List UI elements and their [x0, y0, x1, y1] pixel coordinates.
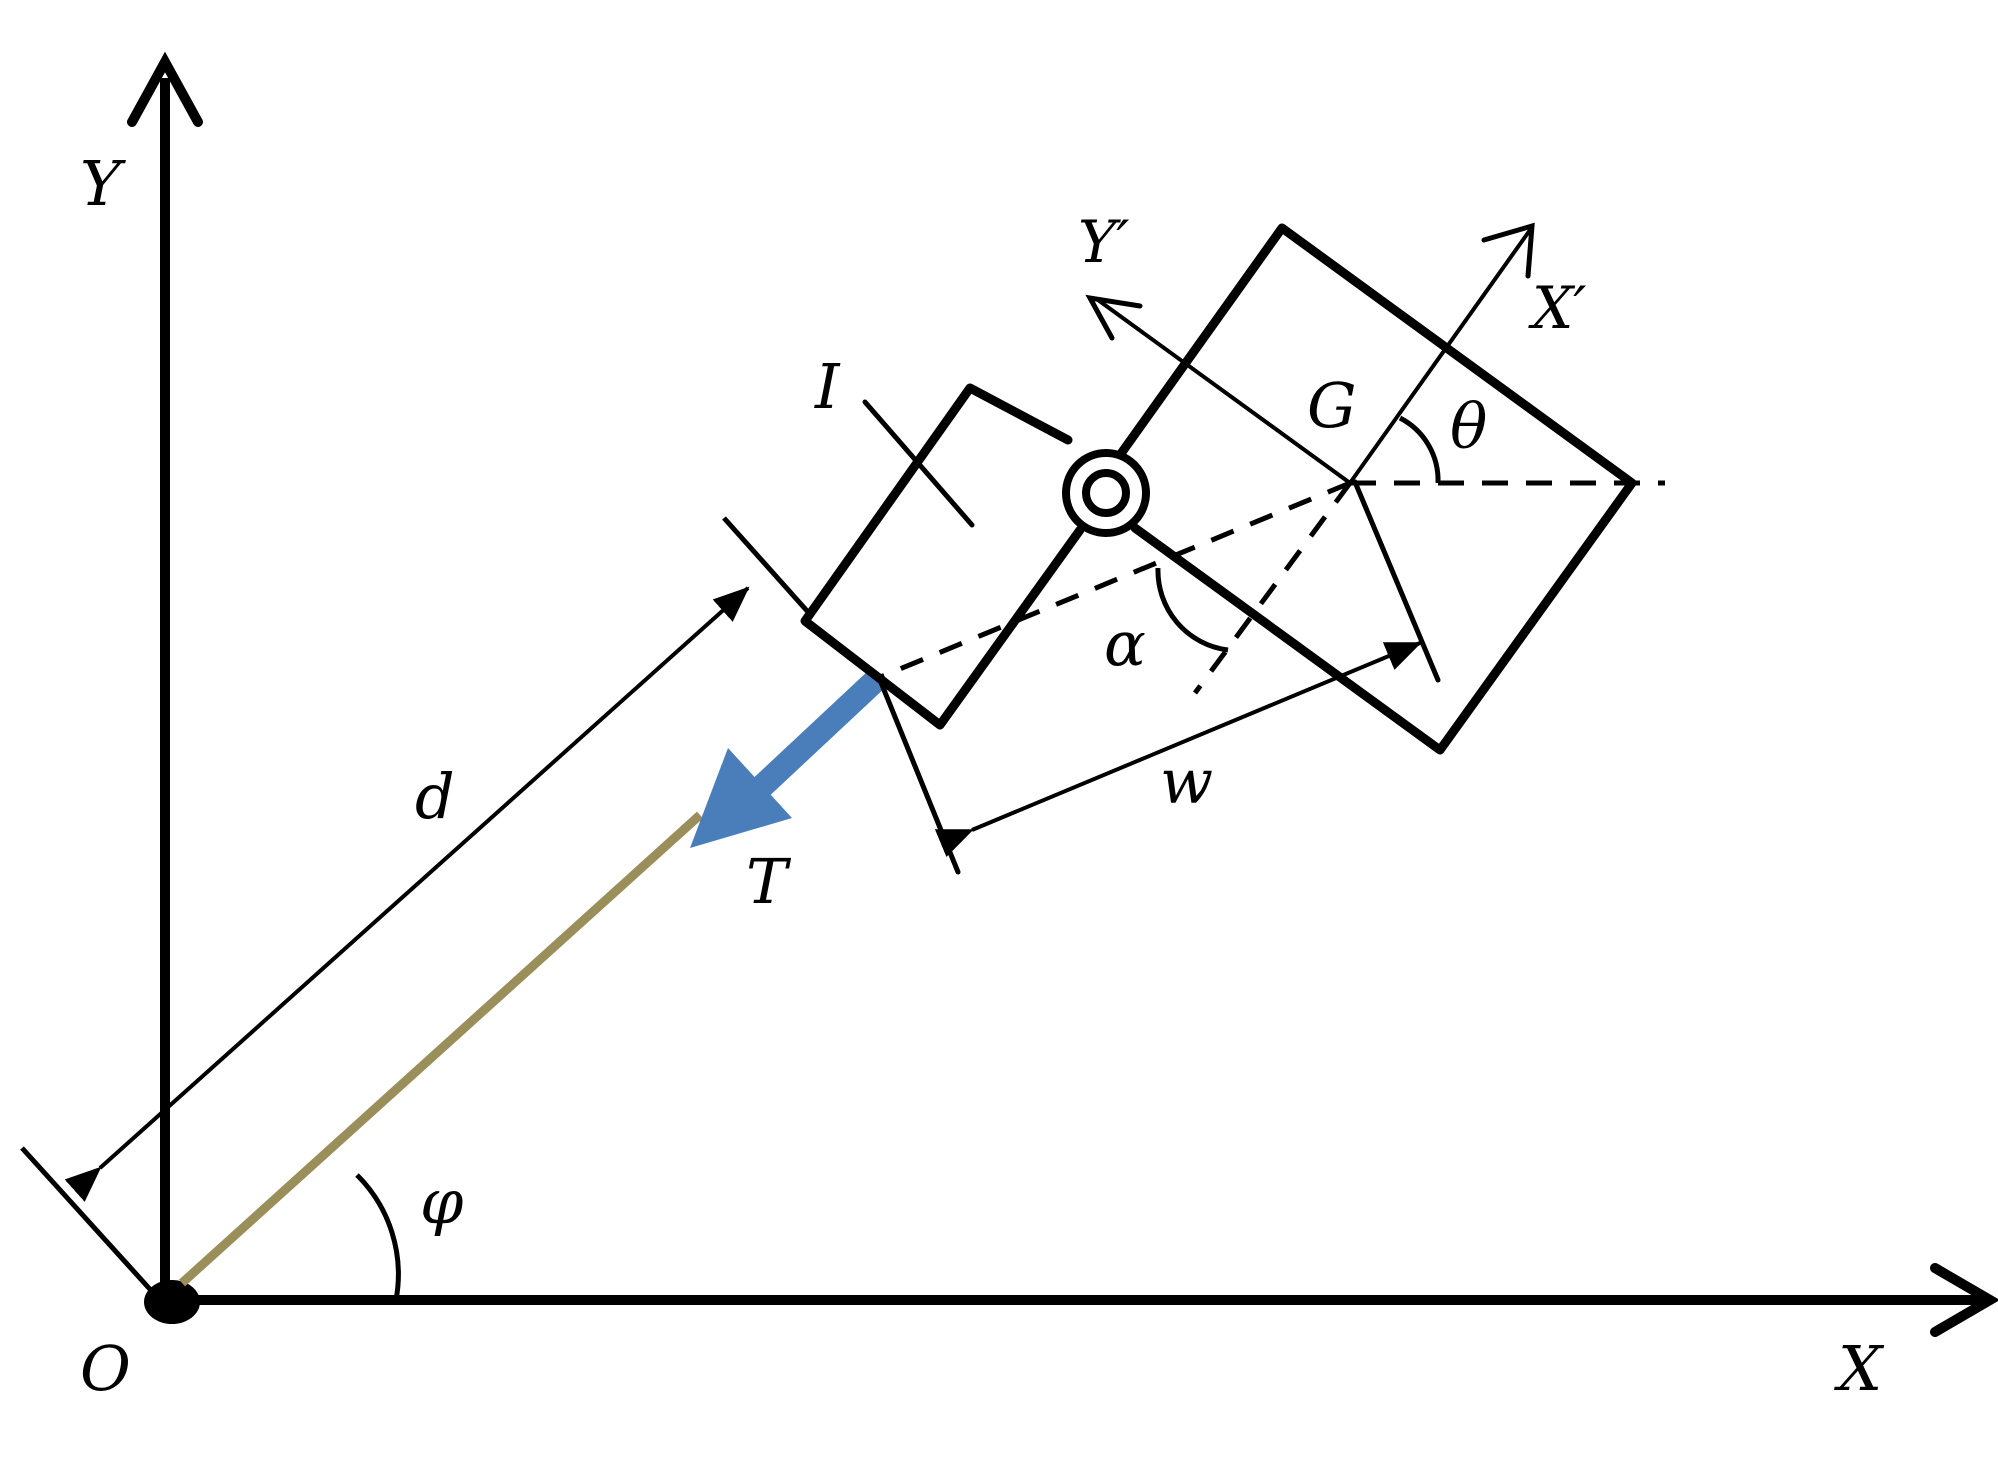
- vehicle-body: [800, 223, 1637, 875]
- label-theta: θ: [1450, 390, 1487, 463]
- d-dimension-line: [64, 586, 750, 1202]
- label-alpha: α: [1104, 607, 1146, 680]
- label-inertia: I: [814, 350, 841, 423]
- label-cg: G: [1307, 369, 1357, 442]
- pivot-marker: [1062, 449, 1150, 537]
- global-axes: [127, 51, 1998, 1337]
- stabilizer-edge: [1352, 479, 1441, 683]
- body-y-axis: [1096, 298, 1352, 485]
- label-x-axis: X: [1834, 1332, 1885, 1405]
- inertia-tick: [862, 399, 975, 528]
- d-tick-bottom: [20, 1146, 159, 1299]
- thrust-arrow: [690, 669, 887, 848]
- body-y-arrowhead: [1085, 294, 1143, 341]
- label-phi: φ: [420, 1165, 464, 1238]
- label-distance: d: [415, 760, 455, 833]
- theta-arc: [1398, 415, 1441, 484]
- hull-outline: [800, 383, 1085, 730]
- body-x-axis: [1348, 228, 1532, 485]
- label-thrust: T: [746, 845, 792, 918]
- dimension-d: [20, 516, 810, 1299]
- label-body-y: Y′: [1078, 208, 1129, 276]
- label-body-x: X′: [1528, 274, 1586, 342]
- label-origin: O: [80, 1332, 131, 1405]
- body-x-arrowhead: [1481, 222, 1535, 279]
- label-y-axis: Y: [80, 147, 126, 220]
- y-axis-arrowhead: [127, 51, 203, 127]
- alpha-arc: [1155, 567, 1229, 653]
- w-dimension-line: [934, 641, 1422, 857]
- label-width: w: [1160, 745, 1213, 818]
- phi-arc: [355, 1173, 401, 1301]
- d-tick-top: [722, 516, 810, 614]
- origin-point: [144, 1280, 200, 1324]
- x-axis-arrowhead: [1930, 1263, 1998, 1337]
